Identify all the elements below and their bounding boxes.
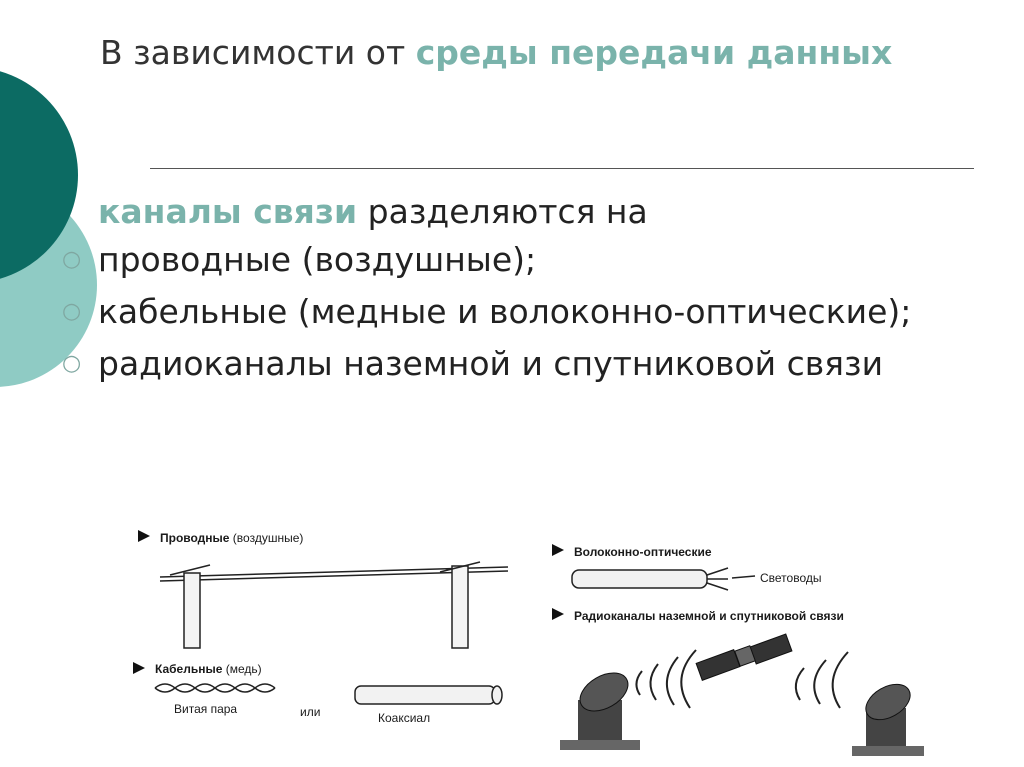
list-item-text: кабельные (медные и волоконно-оптические… [98,292,912,331]
radio-waves-icon [635,649,849,709]
twisted-pair-label: Витая пара [174,702,237,716]
fiber-label: Волоконно-оптические [574,545,712,559]
title-prefix: В зависимости от [100,33,416,72]
cable-label: Кабельные (медь) [155,662,262,676]
lead-line: каналы связи разделяются на [98,190,978,234]
list-item-text: проводные (воздушные); [98,240,537,279]
lightguides-label: Световоды [760,571,822,585]
radio-label: Радиоканалы наземной и спутниковой связи [574,609,844,623]
list-item-text: радиоканалы наземной и спутниковой связи [98,344,884,383]
twisted-pair-drawing [154,683,276,693]
lead-rest: разделяются на [357,192,648,231]
coax-label: Коаксиал [378,711,430,725]
fiber-cable-drawing [571,567,756,591]
triangle-right-icon [552,544,564,556]
overhead-line-drawing [159,561,509,649]
satellite-icon [695,633,793,681]
list-item-cable: ○ кабельные (медные и волоконно-оптическ… [62,290,978,334]
triangle-right-icon [138,530,150,542]
wired-label: Проводные (воздушные) [160,531,303,545]
list-item-wired: ○ проводные (воздушные); [62,238,978,282]
slide-body: каналы связи разделяются на ○ проводные … [62,190,978,394]
ground-antenna-right-icon [852,683,924,756]
list-item-radio: ○ радиоканалы наземной и спутниковой свя… [62,342,978,386]
bullet-icon: ○ [62,299,82,324]
decorative-circles-svg [0,71,97,387]
triangle-right-icon [552,608,564,620]
title-accent: среды передачи данных [415,33,893,72]
lead-accent: каналы связи [98,192,358,231]
bullet-icon: ○ [62,247,82,272]
bullet-icon: ○ [62,351,82,376]
decorative-circles [0,0,200,767]
triangle-right-icon [133,662,145,674]
or-label: или [300,705,320,719]
slide-title: В зависимости от среды передачи данных [100,30,900,76]
coax-drawing [354,685,503,705]
ground-antenna-left-icon [560,672,640,750]
title-divider [150,168,974,169]
dark-teal-circle [0,71,78,279]
